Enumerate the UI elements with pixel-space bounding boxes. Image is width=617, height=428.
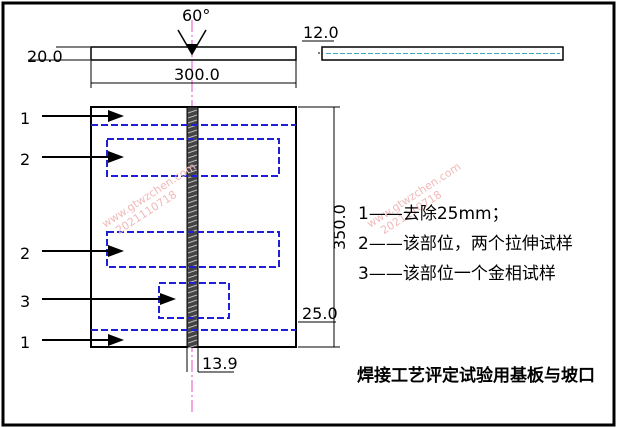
marker-arrow (42, 151, 124, 163)
strip-label: 25.0 (302, 304, 338, 323)
legend: 1——去除25mm； 2——该部位，两个拉伸试样 3——该部位一个金相试样 (358, 204, 573, 284)
drawing-caption: 焊接工艺评定试验用基板与坡口 (357, 365, 595, 386)
weld-hatch-line (187, 164, 198, 169)
weld-hatch-line (187, 199, 198, 204)
weld-hatch-line (187, 249, 198, 254)
side-thickness-label: 12.0 (303, 23, 339, 42)
weld-hatch-line (187, 129, 198, 134)
weld-hatch-line (187, 184, 198, 189)
weld-hatch-line (187, 219, 198, 224)
weld-hatch-line (187, 274, 198, 279)
side-plate-view: 12.0 (302, 23, 564, 61)
weld-hatch-line (187, 139, 198, 144)
side-plate-outline (321, 46, 564, 61)
tensile-zone-2 (106, 231, 280, 268)
marker-label: 3 (20, 292, 30, 311)
weld-hatch-line (187, 109, 198, 114)
weld-hatch-line (187, 159, 198, 164)
weld-hatch-line (187, 194, 198, 199)
angle-label: 60° (182, 6, 210, 25)
metallographic-zone (158, 282, 230, 319)
legend-line-3: 3——该部位一个金相试样 (358, 264, 556, 284)
weld-hatch-line (187, 149, 198, 154)
weld-hatch-line (187, 144, 198, 149)
top-plate-view: 60° 20.0 300.0 (27, 6, 297, 88)
weld-hatch-line (187, 134, 198, 139)
weld-hatch-line (187, 179, 198, 184)
marker-label: 1 (20, 333, 30, 352)
weld-hatch-line (187, 154, 198, 159)
weld-width-label: 13.9 (202, 354, 238, 373)
weld-hatch-line (187, 259, 198, 264)
weld-hatch-line (187, 319, 198, 324)
marker-arrow (42, 293, 176, 305)
marker-label: 1 (20, 109, 30, 128)
weld-hatch-line (187, 339, 198, 344)
marker-label: 2 (20, 150, 30, 169)
legend-line-2: 2——该部位，两个拉伸试样 (358, 234, 573, 254)
legend-line-1: 1——去除25mm； (358, 204, 509, 224)
weld-hatch-line (187, 254, 198, 259)
tensile-zone-1 (106, 138, 280, 177)
weld-hatch-line (187, 289, 198, 294)
weld-hatch-line (187, 169, 198, 174)
weld-hatch-line (187, 344, 198, 349)
weld-hatch-line (187, 119, 198, 124)
weld-hatch-line (187, 234, 198, 239)
groove-tip (186, 44, 198, 54)
weld-hatch-line (187, 269, 198, 274)
weld-hatch-line (187, 224, 198, 229)
thickness-label: 20.0 (27, 47, 63, 66)
weld-hatch-line (187, 214, 198, 219)
length-label: 350.0 (330, 204, 349, 250)
watermark: www.gtwzchen.com 2021110718 (365, 160, 464, 237)
weld-hatch-line (187, 284, 198, 289)
weld-hatch-line (187, 189, 198, 194)
weld-hatch-line (187, 204, 198, 209)
marker-arrow (42, 245, 124, 257)
marker-arrow (42, 334, 124, 346)
weld-hatch-line (187, 309, 198, 314)
weld-hatch-line (187, 244, 198, 249)
marker-arrow (42, 110, 124, 122)
weld-hatch-line (187, 239, 198, 244)
weld-hatch-line (187, 114, 198, 119)
weld-hatch-line (187, 299, 198, 304)
width-label: 300.0 (174, 65, 220, 84)
weld-hatch-line (187, 209, 198, 214)
weld-hatch-line (187, 324, 198, 329)
weld-hatch-line (187, 304, 198, 309)
weld-hatch-line (187, 294, 198, 299)
weld-hatch-line (187, 334, 198, 339)
watermark-text: www.gtwzchen.com (100, 160, 199, 230)
marker-label: 2 (20, 244, 30, 263)
